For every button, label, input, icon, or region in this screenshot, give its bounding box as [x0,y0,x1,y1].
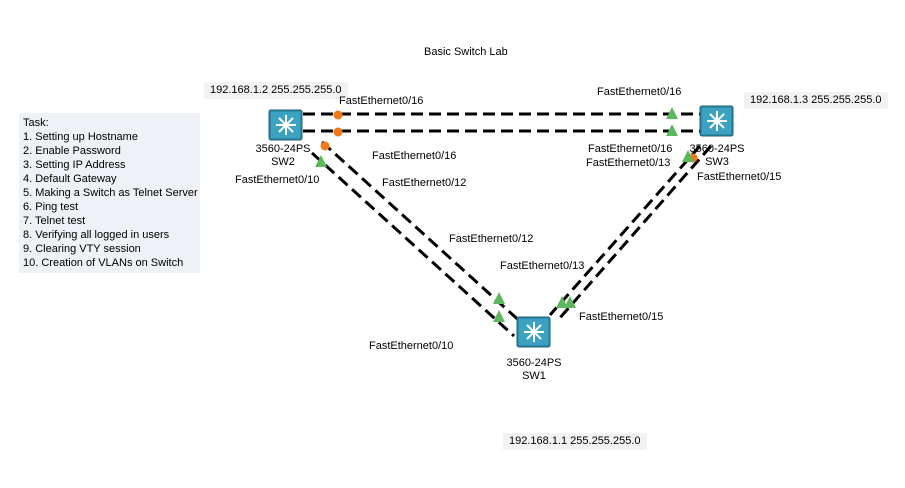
link-sw2-sw1-fa010[interactable] [310,151,516,338]
port-label: FastEthernet0/16 [339,95,424,107]
sw3-label: 3560-24PS SW3 [677,143,757,169]
sw2-name: SW2 [271,156,295,168]
task-item: 5. Making a Switch as Telnet Server [23,187,198,199]
port-label: FastEthernet0/16 [588,143,673,155]
sw1-address[interactable]: 192.168.1.1 255.255.255.0 [503,433,647,450]
sw3-address[interactable]: 192.168.1.3 255.255.255.0 [744,92,888,109]
task-item: 4. Default Gateway [23,173,117,185]
link-sw2-sw1-fa012[interactable] [320,140,526,327]
task-item: 1. Setting up Hostname [23,131,138,143]
sw3-switch-icon[interactable] [699,103,735,139]
green-triangle-icon [556,296,568,308]
link-sw3-sw1-fa013[interactable] [548,145,702,316]
topology-title: Basic Switch Lab [424,46,508,58]
sw2-address[interactable]: 192.168.1.2 255.255.255.0 [204,82,348,99]
sw1-name: SW1 [522,370,546,382]
task-note[interactable]: Task: 1. Setting up Hostname 2. Enable P… [19,113,200,273]
task-item: 8. Verifying all logged in users [23,229,170,241]
port-label: FastEthernet0/12 [382,177,467,189]
port-label: FastEthernet0/15 [697,171,782,183]
green-triangle-icon [493,310,505,322]
green-triangle-icon [493,292,505,304]
green-triangle-icon [315,155,327,167]
task-item: 7. Telnet test [23,215,86,227]
orange-circle-icon [320,141,330,151]
task-item: 2. Enable Password [23,145,121,157]
port-label: FastEthernet0/13 [586,157,671,169]
sw3-name: SW3 [705,156,729,168]
green-triangle-icon [666,124,678,136]
sw3-model: 3560-24PS [689,143,745,155]
task-item: 10. Creation of VLANs on Switch [23,257,184,269]
port-label: FastEthernet0/10 [235,174,320,186]
sw2-switch-icon[interactable] [268,107,304,143]
link-sw3-sw1-fa015[interactable] [556,145,713,321]
task-item: 6. Ping test [23,201,79,213]
port-label: FastEthernet0/16 [597,86,682,98]
sw1-model: 3560-24PS [506,357,562,369]
task-heading: Task: [23,117,49,129]
port-label: FastEthernet0/12 [449,233,534,245]
orange-circle-icon [333,110,343,120]
port-label: FastEthernet0/13 [500,260,585,272]
sw1-switch-icon[interactable] [516,314,552,350]
sw2-label: 3560-24PS SW2 [243,143,323,169]
orange-circle-icon [333,127,343,137]
sw1-label: 3560-24PS SW1 [494,357,574,383]
port-label: FastEthernet0/15 [579,311,664,323]
port-label: FastEthernet0/10 [369,340,454,352]
task-item: 3. Setting IP Address [23,159,126,171]
green-triangle-icon [682,150,694,162]
green-triangle-icon [564,296,576,308]
green-triangle-icon [666,107,678,119]
task-item: 9. Clearing VTY session [23,243,141,255]
port-label: FastEthernet0/16 [372,150,457,162]
sw2-model: 3560-24PS [255,143,311,155]
